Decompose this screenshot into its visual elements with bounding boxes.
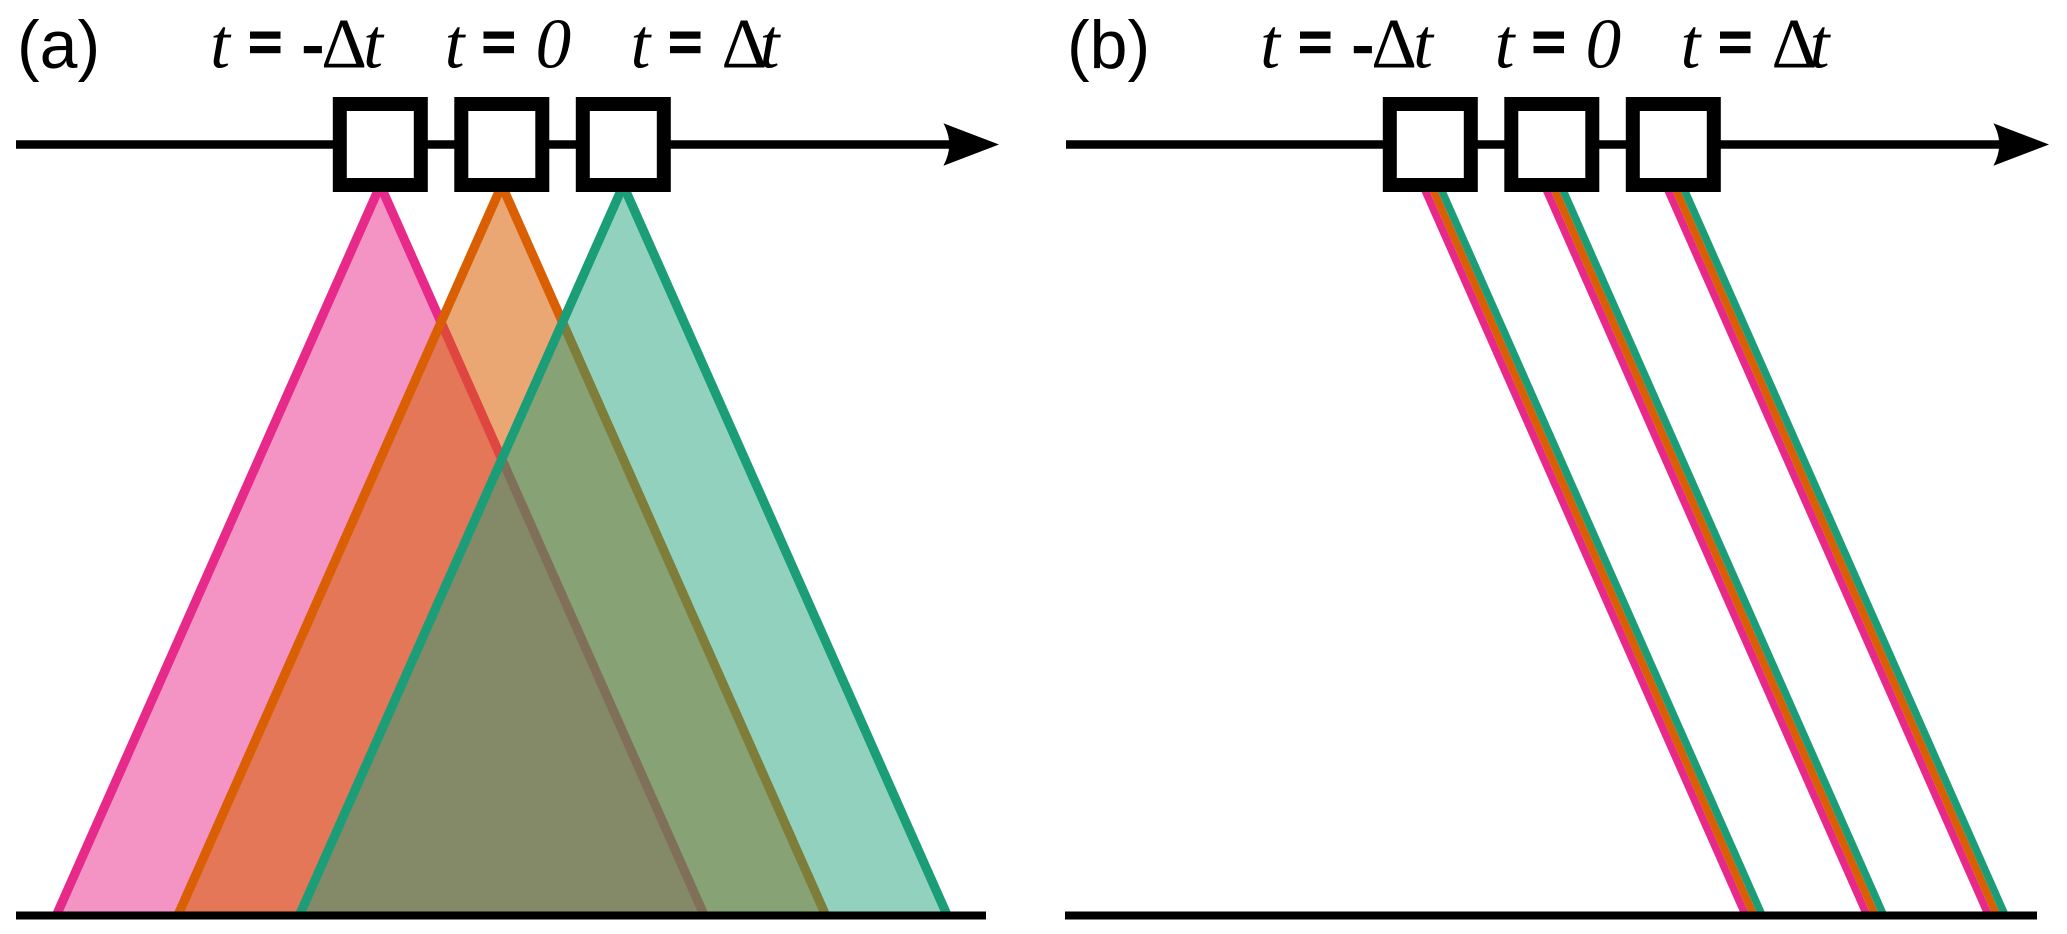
svg-text:Δ: Δ (1772, 6, 1818, 84)
svg-text:t: t (1810, 6, 1832, 84)
svg-text:(a): (a) (17, 7, 100, 83)
svg-text:t: t (363, 6, 385, 84)
svg-text:Δ: Δ (1371, 6, 1417, 84)
svg-text:t: t (1260, 6, 1282, 84)
svg-text:Δ: Δ (722, 6, 768, 84)
svg-text:t: t (1681, 6, 1703, 84)
svg-text:t: t (631, 6, 653, 84)
svg-text:Δ: Δ (321, 6, 367, 84)
svg-text:t: t (445, 6, 467, 84)
svg-text:t: t (1413, 6, 1435, 84)
svg-text:t: t (1495, 6, 1517, 84)
svg-text:t: t (210, 6, 232, 84)
svg-text:0: 0 (1586, 6, 1622, 84)
svg-text:(b): (b) (1067, 7, 1150, 83)
svg-text:t: t (760, 6, 782, 84)
svg-text:0: 0 (536, 6, 572, 84)
